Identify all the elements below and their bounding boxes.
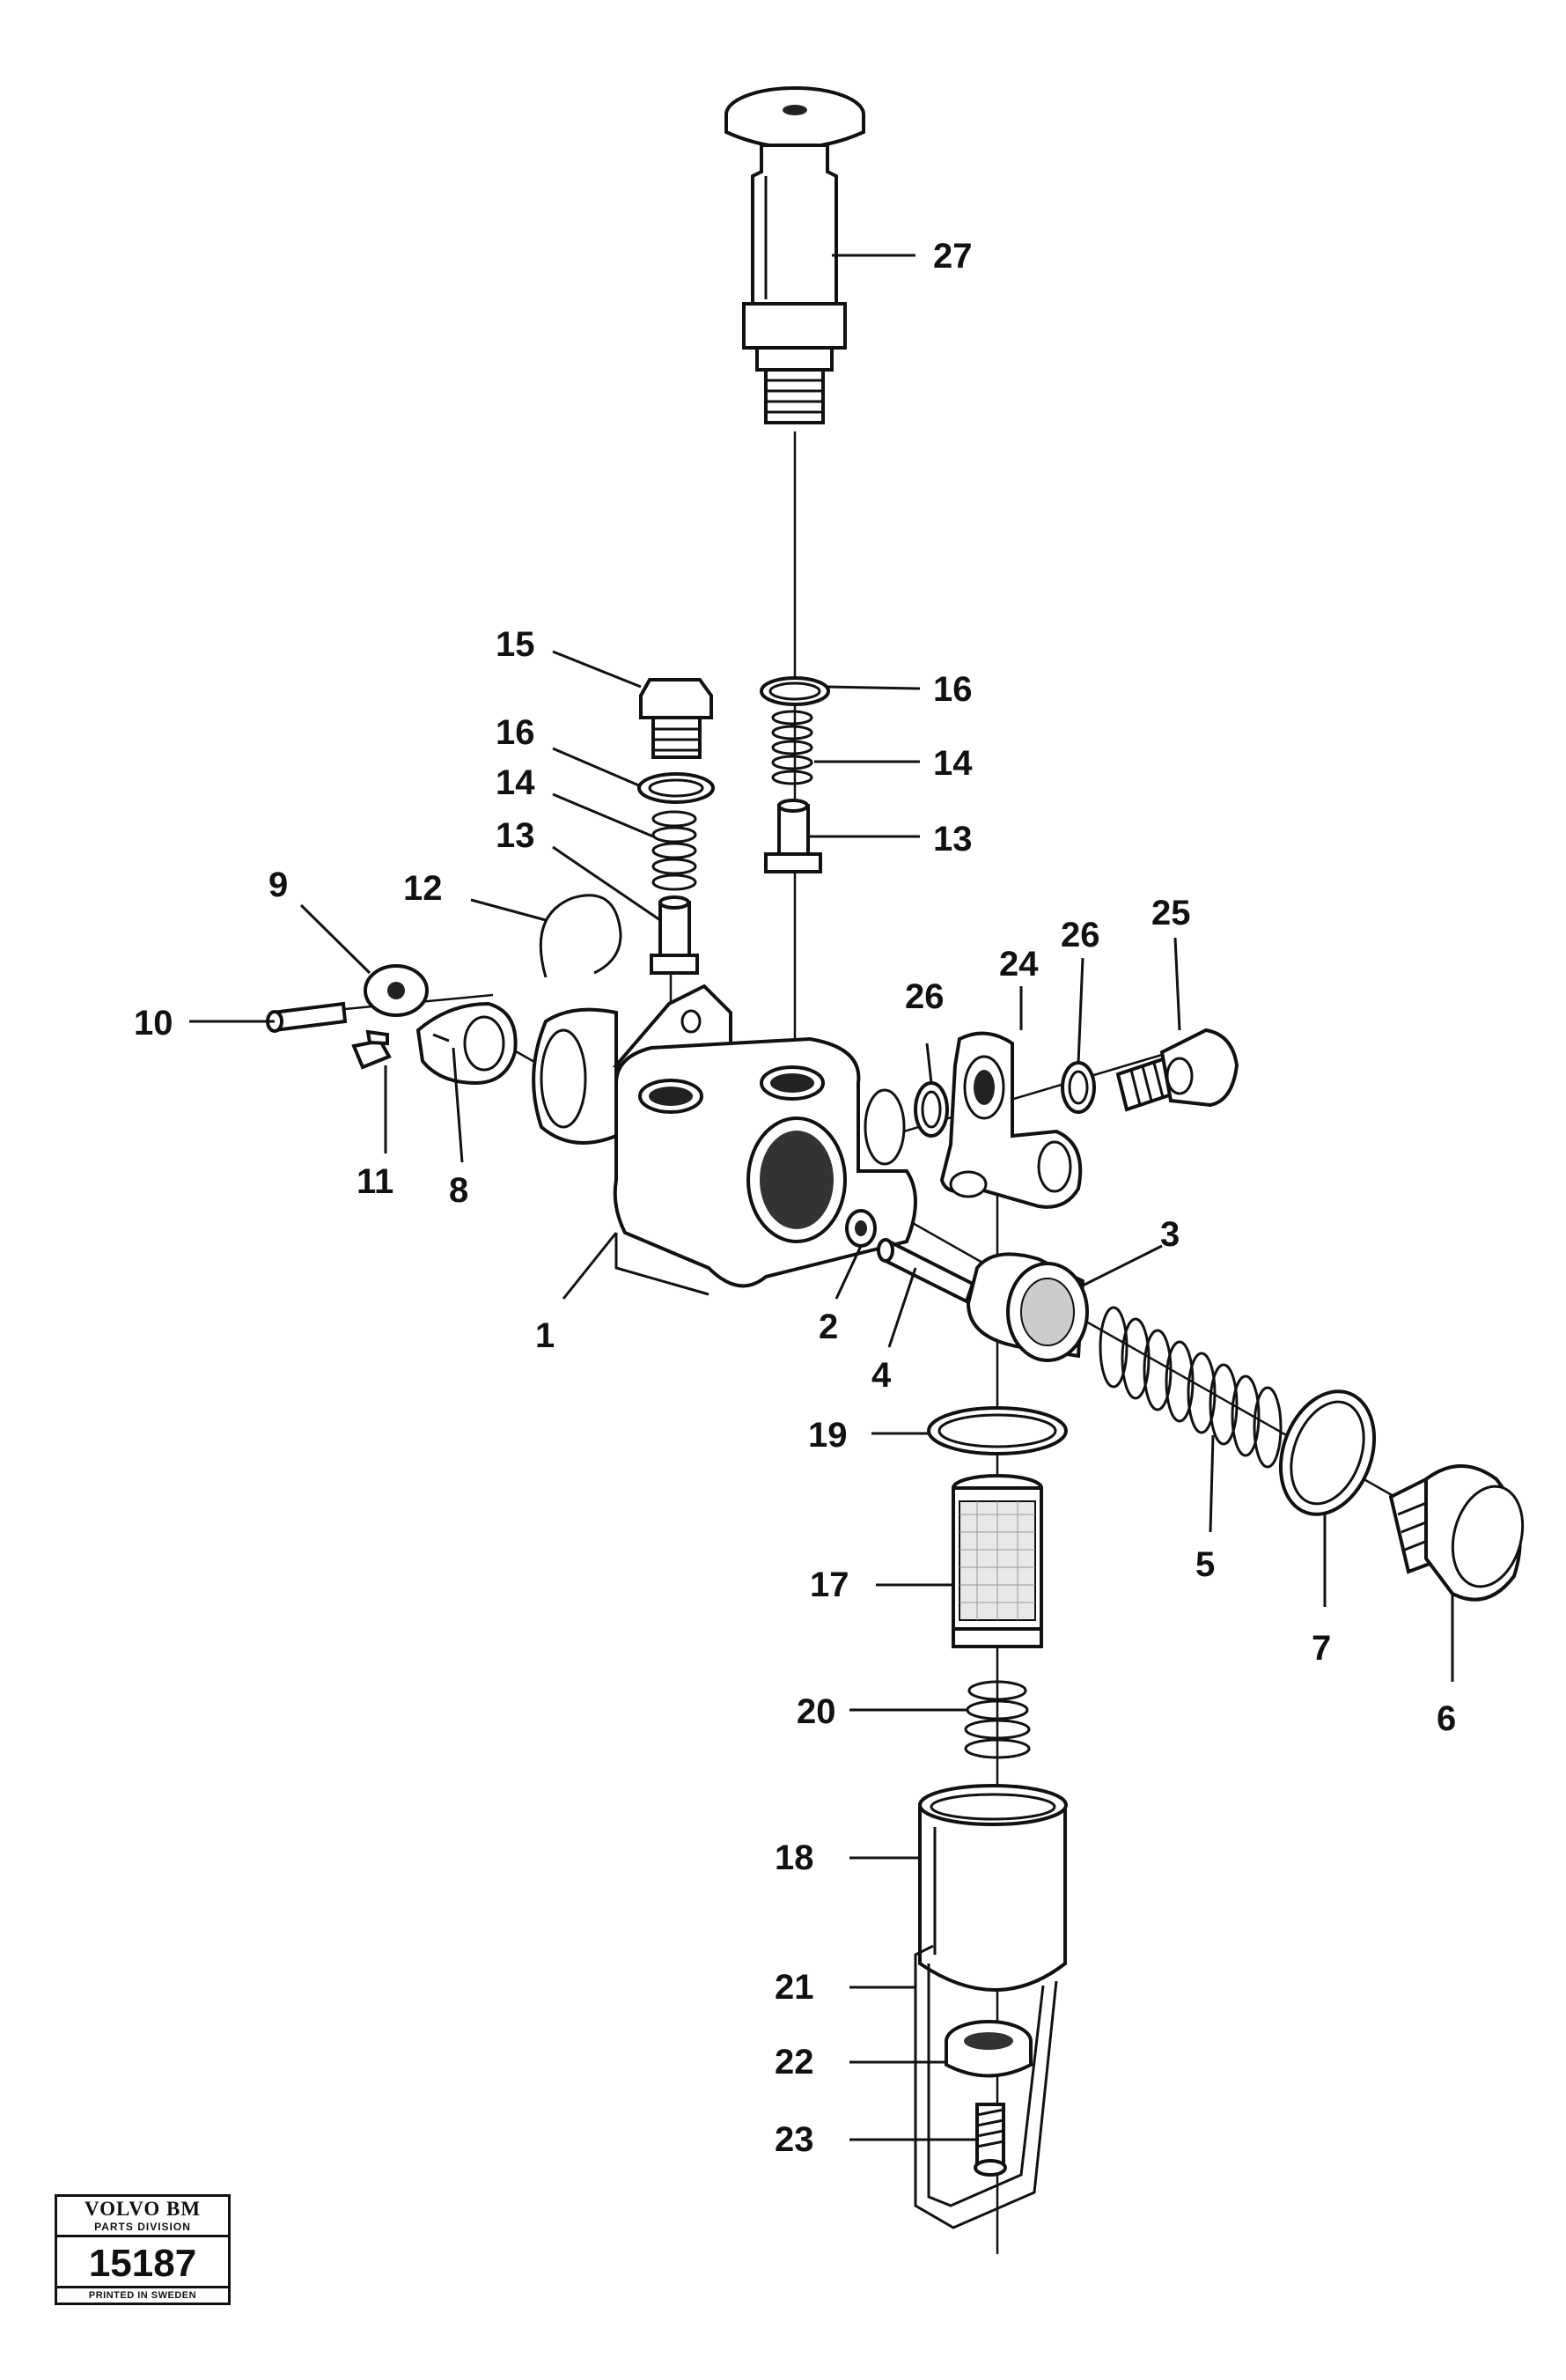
callout-26-left: 26 <box>905 977 945 1016</box>
spring <box>1099 1306 1283 1469</box>
callout-22: 22 <box>775 2043 814 2082</box>
lever-parts <box>266 964 518 1086</box>
callout-12: 12 <box>403 869 443 908</box>
callout-20: 20 <box>797 1692 836 1731</box>
callout-26-right: 26 <box>1061 916 1100 954</box>
callout-13-right: 13 <box>933 820 973 858</box>
callout-25: 25 <box>1151 894 1191 932</box>
stamp-brand: VOLVO BM <box>84 2198 202 2220</box>
pump-body <box>532 984 917 1296</box>
circlip <box>539 894 622 978</box>
callout-13-left: 13 <box>496 816 535 855</box>
callout-21: 21 <box>775 1968 814 2007</box>
stamp-printed: PRINTED IN SWEDEN <box>57 2286 228 2303</box>
callout-17: 17 <box>810 1566 849 1604</box>
hand-primer-pump <box>724 86 865 424</box>
assembly-axis-lines <box>307 431 1427 2254</box>
parts-division-stamp: VOLVO BM PARTS DIVISION 15187 PRINTED IN… <box>55 2194 231 2305</box>
stamp-number: 15187 <box>88 2242 197 2285</box>
callout-23: 23 <box>775 2120 814 2159</box>
bowl-assembly <box>914 1784 1068 2229</box>
leader-lines <box>189 254 1454 2141</box>
washer-and-plug <box>1278 1389 1525 1602</box>
callout-8: 8 <box>449 1171 468 1210</box>
callout-19: 19 <box>808 1416 848 1455</box>
callout-labels: 27 15 16 14 13 16 14 13 9 12 10 11 8 1 2… <box>134 237 1456 2159</box>
callout-14-left: 14 <box>496 763 535 802</box>
callout-5: 5 <box>1195 1545 1215 1584</box>
callout-11: 11 <box>357 1162 393 1201</box>
callout-24: 24 <box>999 945 1039 984</box>
callout-16-right: 16 <box>933 670 973 709</box>
callout-18: 18 <box>775 1838 814 1877</box>
callout-2: 2 <box>819 1308 838 1346</box>
callout-16-left: 16 <box>496 713 535 752</box>
callout-9: 9 <box>268 866 288 904</box>
filter-assembly <box>927 1406 1068 1759</box>
callout-7: 7 <box>1312 1629 1331 1668</box>
callout-10: 10 <box>134 1004 173 1043</box>
callout-27: 27 <box>933 237 973 276</box>
callout-6: 6 <box>1437 1699 1456 1738</box>
callout-15: 15 <box>496 625 535 664</box>
piston-parts <box>845 1209 1089 1362</box>
callout-14-right: 14 <box>933 744 973 783</box>
banjo-fitting <box>914 1028 1239 1209</box>
callout-3: 3 <box>1160 1215 1180 1254</box>
valve-set-right <box>760 676 830 873</box>
callout-4: 4 <box>871 1356 892 1395</box>
callout-1: 1 <box>535 1316 555 1355</box>
stamp-division: PARTS DIVISION <box>57 2221 228 2237</box>
valve-set-left <box>637 678 715 975</box>
